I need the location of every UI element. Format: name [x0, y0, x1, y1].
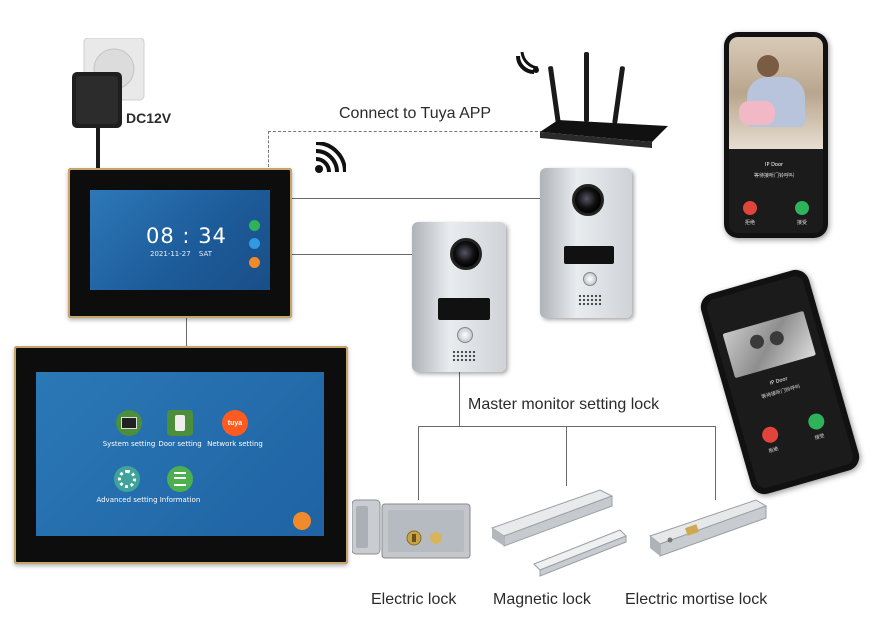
caller-subtitle: 等待接听门铃呼叫 — [754, 173, 795, 179]
accept-call-button[interactable] — [806, 411, 827, 432]
accept-call-button[interactable] — [795, 201, 809, 215]
monitor-top: 08 : 34 2021-11-27 SAT — [68, 168, 292, 318]
menu-label: Advanced setting — [96, 496, 158, 504]
caller-name: IP Door — [765, 162, 784, 168]
router — [512, 46, 672, 154]
camera-lens-icon — [572, 184, 604, 216]
power-adapter — [66, 37, 146, 170]
lock-drop-2 — [566, 426, 567, 486]
lock-drop-1 — [418, 426, 419, 500]
power-label: DC12V — [126, 110, 172, 126]
router-signal-icon — [516, 51, 539, 74]
monitor-top-screen[interactable]: 08 : 34 2021-11-27 SAT — [90, 190, 270, 290]
accept-label: 接受 — [797, 220, 808, 226]
wifi-icon — [314, 141, 347, 174]
menu-label: Network setting — [207, 440, 263, 448]
link-monitor-monitor — [186, 318, 187, 346]
decline-call-button[interactable] — [743, 201, 757, 215]
phone-bottom-screen: IP Door 等待接听门铃呼叫 拒绝 接受 — [704, 274, 856, 490]
lock-label-electric: Electric lock — [371, 591, 457, 608]
camera-lens-icon — [450, 238, 482, 270]
lock-label-mortise: Electric mortise lock — [625, 591, 768, 608]
app-label: Connect to Tuya APP — [339, 105, 492, 122]
menu-label: System setting — [102, 440, 156, 448]
accept-label: 接受 — [814, 432, 826, 442]
list-icon — [167, 466, 193, 492]
lock-drop-3 — [715, 426, 716, 500]
monitor-icon — [116, 410, 142, 436]
menu-network-setting[interactable]: tuya Network setting — [200, 410, 270, 448]
link-monitor-bell-left — [292, 254, 412, 255]
ir-panel — [564, 246, 614, 264]
menu-door-setting[interactable]: Door setting — [145, 410, 215, 448]
link-bell-locks-vertical — [459, 372, 460, 426]
magnetic-lock — [490, 484, 630, 584]
speaker-grill — [452, 350, 476, 362]
back-icon[interactable] — [293, 512, 311, 530]
doorway-video-feed — [722, 310, 816, 379]
decline-label: 拒绝 — [767, 446, 780, 455]
menu-system-setting[interactable]: System setting — [94, 410, 164, 448]
menu-advanced-setting[interactable]: Advanced setting — [92, 466, 162, 504]
clock-hours: 08 — [146, 224, 175, 248]
family-video-feed — [729, 37, 823, 149]
away-mode-icon[interactable] — [249, 257, 260, 268]
doorbell-icon — [167, 410, 193, 436]
clock-separator: : — [182, 224, 191, 248]
electric-mortise-lock — [646, 496, 770, 564]
decline-call-button[interactable] — [760, 424, 781, 445]
phone-bottom: IP Door 等待接听门铃呼叫 拒绝 接受 — [697, 266, 863, 498]
ir-panel — [438, 298, 490, 320]
clock-date: 2021-11-27 SAT — [150, 250, 212, 258]
link-monitor-bell-right — [292, 198, 540, 199]
call-button[interactable] — [457, 327, 473, 343]
decline-label: 拒绝 — [745, 220, 756, 226]
tuya-icon-text: tuya — [227, 419, 243, 427]
monitor-bottom: System setting Door setting tuya Network… — [14, 346, 348, 564]
weekday-value: SAT — [198, 250, 213, 258]
caller-subtitle: 等待接听门铃呼叫 — [760, 383, 801, 401]
tuya-icon: tuya — [222, 410, 248, 436]
message-icon[interactable] — [249, 238, 260, 249]
phone-top: IP Door 等待接听门铃呼叫 拒绝 接受 — [724, 32, 828, 238]
call-button[interactable] — [583, 272, 597, 286]
menu-label: Door setting — [158, 440, 202, 448]
caller-name: IP Door — [769, 375, 789, 387]
phone-top-screen: IP Door 等待接听门铃呼叫 拒绝 接受 — [729, 37, 823, 233]
lock-label-magnetic: Magnetic lock — [493, 591, 591, 608]
clock-time: 08 : 34 — [146, 224, 227, 248]
doorbell-front — [412, 222, 506, 372]
menu-information[interactable]: Information — [145, 466, 215, 504]
monitor-bottom-screen: System setting Door setting tuya Network… — [36, 372, 324, 536]
app-link-horizontal — [268, 131, 558, 132]
menu-label: Information — [159, 496, 201, 504]
doorbell-rear — [540, 168, 632, 318]
phone-call-icon[interactable] — [249, 220, 260, 231]
app-link-vertical — [268, 131, 269, 167]
clock-minutes: 34 — [198, 224, 227, 248]
electric-lock — [351, 494, 472, 566]
speaker-grill — [578, 294, 602, 306]
gear-icon — [114, 466, 140, 492]
date-value: 2021-11-27 — [150, 250, 191, 258]
master-lock-label: Master monitor setting lock — [468, 396, 660, 413]
lock-bus-horizontal — [418, 426, 716, 427]
